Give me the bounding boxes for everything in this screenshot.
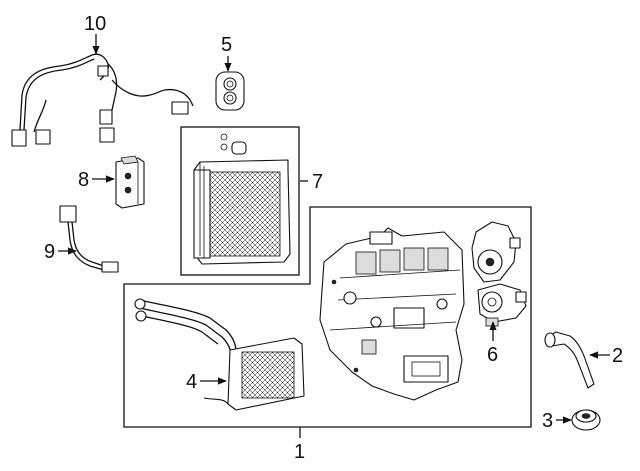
callout-10: 10 bbox=[84, 13, 106, 35]
grommet-seal[interactable] bbox=[215, 71, 245, 111]
blower-servo-motor[interactable] bbox=[471, 221, 527, 327]
heater-unit-housing[interactable] bbox=[319, 227, 465, 401]
drain-hose[interactable] bbox=[544, 331, 595, 389]
heater-core[interactable] bbox=[134, 298, 305, 411]
callout-9: 9 bbox=[44, 241, 55, 263]
callout-1: 1 bbox=[294, 441, 305, 463]
callout-8: 8 bbox=[78, 169, 89, 191]
callout-5: 5 bbox=[221, 34, 232, 56]
expansion-valve[interactable] bbox=[115, 155, 145, 209]
evaporator-core[interactable] bbox=[193, 133, 291, 265]
callout-7: 7 bbox=[312, 171, 323, 193]
callout-2: 2 bbox=[612, 345, 623, 367]
temperature-sensor[interactable] bbox=[59, 205, 119, 273]
heater-unit-frame bbox=[123, 206, 532, 428]
wire-harness[interactable] bbox=[11, 53, 194, 147]
callout-4: 4 bbox=[186, 371, 197, 393]
grommet[interactable] bbox=[571, 409, 601, 431]
evaporator-box bbox=[180, 126, 300, 276]
callout-6: 6 bbox=[487, 344, 498, 366]
callout-3: 3 bbox=[542, 410, 553, 432]
